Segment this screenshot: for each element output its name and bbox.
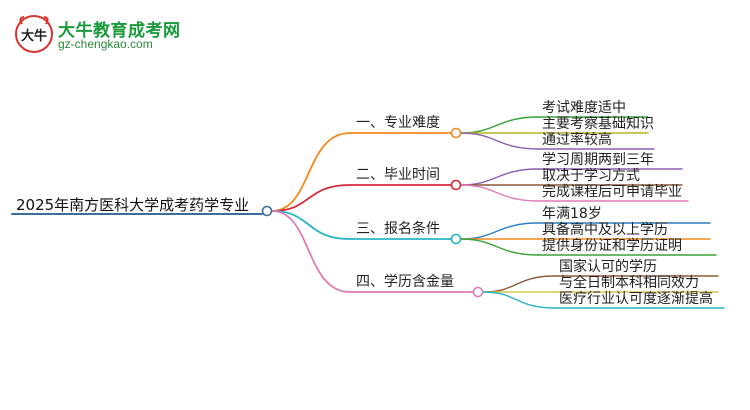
brand-logo: 大牛 大牛教育成考网 gz-chengkao.com [14,14,184,54]
bull-logo-icon: 大牛 [15,15,53,53]
branch-connector [271,184,351,212]
leaf-connector [460,184,539,202]
branch-connector [271,210,351,240]
brand-url[interactable]: gz-chengkao.com [58,37,153,51]
branch-node[interactable] [472,286,484,298]
leaf-topic[interactable]: 主要考察基础知识 [542,116,654,132]
leaf-topic[interactable]: 完成课程后可申请毕业 [542,184,682,200]
leaf-connector [482,275,556,293]
branch-topic[interactable]: 二、毕业时间 [356,167,440,183]
leaf-connector [460,116,539,134]
branch-node[interactable] [450,179,462,191]
leaf-topic[interactable]: 通过率较高 [542,132,612,148]
branch-connector [271,132,351,212]
root-node[interactable] [261,205,273,217]
leaf-topic[interactable]: 与全日制本科相同效力 [559,275,699,291]
leaf-topic[interactable]: 具备高中及以上学历 [542,222,668,238]
leaf-topic[interactable]: 提供身份证和学历证明 [542,238,682,254]
leaf-connector [482,291,556,309]
leaf-topic[interactable]: 学习周期两到三年 [542,152,654,168]
leaf-connector [460,168,539,186]
leaf-connector [460,132,539,150]
leaf-connector [460,238,539,256]
leaf-topic[interactable]: 医疗行业认可度逐渐提高 [559,291,713,307]
logo-mark-text: 大牛 [21,28,47,44]
leaf-connector [460,222,539,240]
leaf-topic[interactable]: 年满18岁 [542,206,602,222]
branch-node[interactable] [450,127,462,139]
leaf-topic[interactable]: 取决于学习方式 [542,168,640,184]
leaf-topic[interactable]: 考试难度适中 [542,100,626,116]
leaf-topic[interactable]: 国家认可的学历 [559,259,657,275]
branch-topic[interactable]: 四、学历含金量 [356,274,454,290]
branch-node[interactable] [450,233,462,245]
root-topic[interactable]: 2025年南方医科大学成考药学专业 [16,196,250,214]
branch-topic[interactable]: 三、报名条件 [356,221,440,237]
branch-connector [271,210,351,293]
brand-title[interactable]: 大牛教育成考网 [58,21,181,41]
branch-topic[interactable]: 一、专业难度 [356,115,440,131]
